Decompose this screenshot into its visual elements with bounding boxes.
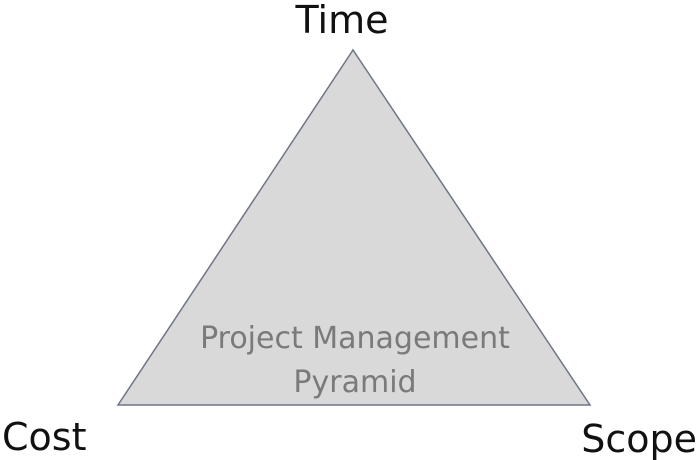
center-label-line-2: Pyramid (293, 365, 416, 400)
center-label-line-1: Project Management (200, 321, 510, 356)
vertex-label-cost: Cost (2, 415, 86, 459)
vertex-label-scope: Scope (581, 417, 697, 460)
vertex-label-time: Time (295, 0, 389, 42)
triangle-shape (116, 48, 592, 406)
